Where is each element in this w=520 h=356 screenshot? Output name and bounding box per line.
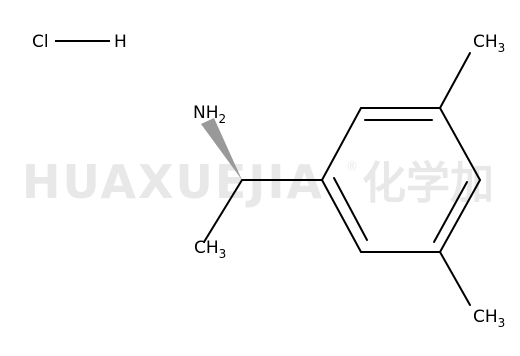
hcl-salt: Cl H xyxy=(32,32,127,52)
ring-to-top-methyl-bond xyxy=(439,52,471,109)
chlorine-atom-label: Cl xyxy=(32,32,49,52)
watermark-chinese: 化学加 xyxy=(362,158,494,209)
ring-bond-3 xyxy=(439,107,481,181)
hydrogen-atom-label: H xyxy=(114,32,127,52)
ch3-left-label: CH3 xyxy=(194,238,226,261)
ring-to-bottom-methyl-bond xyxy=(439,251,471,306)
atom-labels: NH2 CH3 CH3 CH3 xyxy=(193,32,505,330)
ring-bond-4-inner xyxy=(433,181,468,243)
nh2-label: NH2 xyxy=(193,103,226,126)
wedge-bond xyxy=(201,118,242,180)
ch3-bottom-label: CH3 xyxy=(473,307,505,330)
watermark-latin: HUAXUEJIA xyxy=(22,155,324,209)
watermark-registered: ® xyxy=(346,159,358,173)
ring-bond-6 xyxy=(321,179,362,253)
ring-bond-6-inner xyxy=(333,177,368,241)
ring-bond-1 xyxy=(321,107,362,181)
ch3-top-label: CH3 xyxy=(473,32,505,55)
ring-bond-4 xyxy=(439,179,481,253)
watermark: HUAXUEJIA ® 化学加 xyxy=(22,155,494,209)
chiral-to-methyl-bond xyxy=(203,179,243,243)
bonds xyxy=(203,52,481,306)
